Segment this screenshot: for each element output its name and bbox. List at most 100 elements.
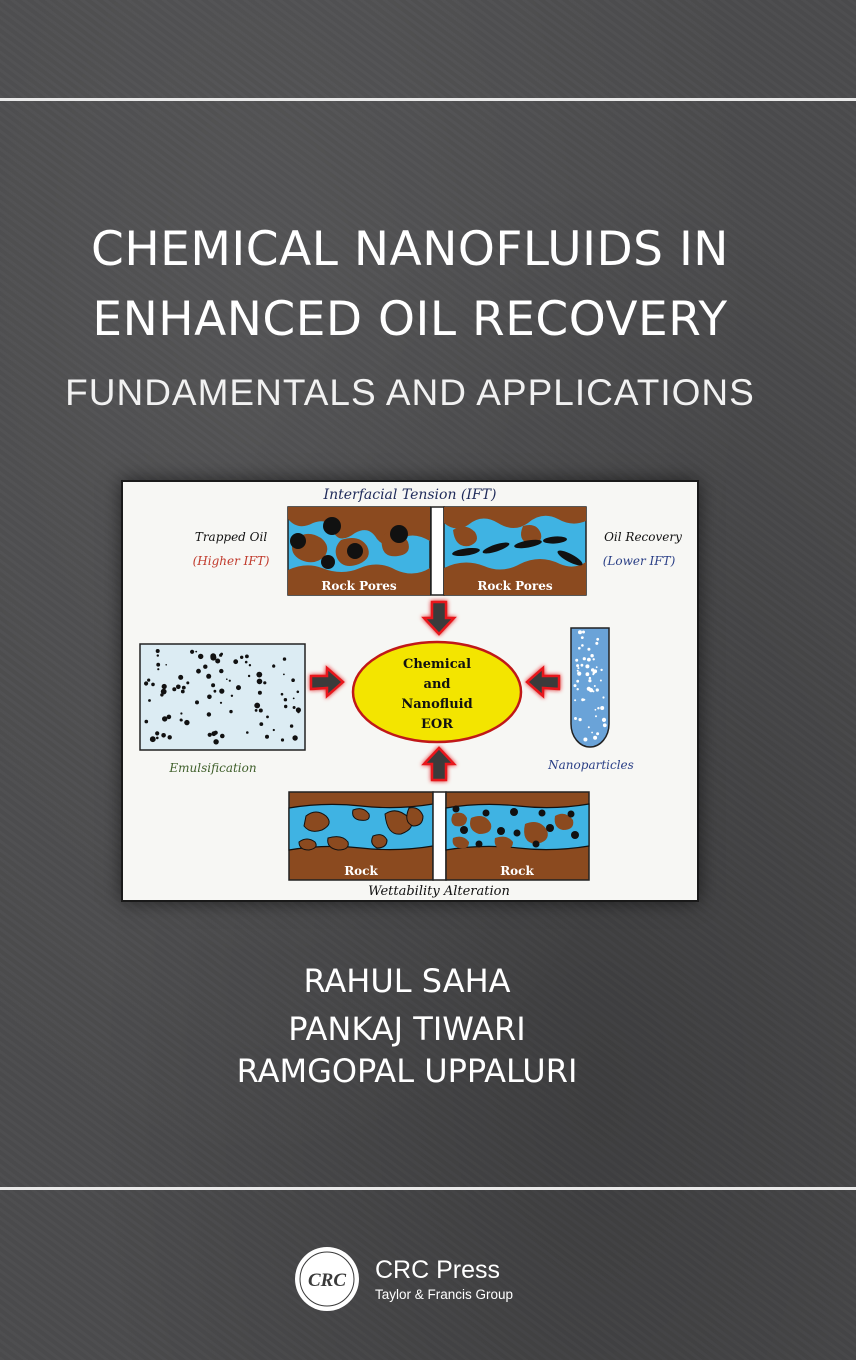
subtitle: FUNDAMENTALS AND APPLICATIONS	[65, 372, 755, 413]
emulsion-droplet	[148, 699, 151, 702]
nanoparticle-dot	[578, 718, 582, 722]
emulsion-droplet	[272, 728, 275, 732]
nanoparticle-tube	[570, 627, 610, 748]
emulsion-droplet	[236, 685, 241, 691]
emulsion-droplet	[283, 673, 285, 676]
emulsion-droplet	[283, 698, 288, 702]
nanoparticle-dot	[585, 672, 590, 677]
rock-right-label: Rock	[500, 864, 534, 878]
emulsion-droplet	[161, 733, 166, 738]
nanoparticle-dot	[582, 657, 586, 661]
nanoparticle-dot	[574, 717, 577, 720]
emulsion-droplet	[215, 658, 221, 664]
arrow-up	[421, 746, 457, 782]
nanoparticle-dot	[599, 679, 602, 682]
emulsion-droplet	[258, 708, 263, 713]
emulsion-droplet	[155, 649, 160, 653]
title-line-2: ENHANCED OIL RECOVERY	[92, 292, 728, 347]
emulsion-droplet	[156, 736, 159, 740]
emulsion-droplet	[292, 706, 296, 709]
emulsion-droplet	[292, 697, 295, 700]
emulsion-droplet	[219, 701, 223, 704]
nanoparticle-dot	[602, 723, 607, 728]
nanoparticle-dot	[595, 666, 598, 669]
emulsion-droplet	[284, 704, 288, 709]
nanoparticle-dot	[602, 696, 605, 699]
emulsion-droplet	[219, 668, 224, 674]
nanoparticle-dot	[583, 737, 588, 742]
emulsion-droplet	[196, 668, 201, 674]
emulsion-droplet	[190, 649, 195, 654]
top-divider	[0, 98, 856, 101]
nanoparticle-dot	[600, 706, 605, 710]
nanoparticle-dot	[580, 663, 584, 667]
panel-separator-top	[430, 506, 445, 596]
emulsion-droplet	[226, 678, 228, 680]
emulsion-droplet	[166, 714, 172, 720]
emulsion-droplet	[296, 690, 300, 694]
rock-left-label: Rock	[344, 864, 378, 878]
center-text-2: and	[424, 677, 451, 692]
emulsion-droplet	[247, 674, 251, 678]
nanoparticle-dot	[595, 641, 599, 645]
emulsion-droplet	[280, 738, 285, 742]
nanoparticle-dot	[588, 676, 592, 680]
nanoparticle-dot	[578, 630, 582, 635]
trapped-oil-label: Trapped Oil	[195, 530, 268, 544]
emulsification-box	[139, 643, 306, 751]
emulsion-droplet	[211, 731, 217, 737]
ift-label: Interfacial Tension (IFT)	[323, 487, 497, 503]
emulsion-droplet	[147, 678, 151, 682]
emulsion-droplet	[195, 650, 198, 653]
emulsion-droplet	[280, 692, 284, 696]
author-2: PANKAJ TIWARI	[288, 1010, 526, 1048]
nanoparticle-dot	[578, 646, 581, 650]
nanoparticle-dot	[591, 668, 595, 672]
nanoparticle-dot	[590, 654, 594, 658]
nanoparticle-dot	[580, 636, 584, 639]
emulsion-droplet	[155, 731, 160, 736]
arrow-left	[525, 665, 561, 699]
emulsion-droplet	[220, 733, 225, 739]
center-text-4: EOR	[421, 717, 453, 732]
nanoparticle-dot	[582, 630, 585, 634]
rock-pores-left-label: Rock Pores	[321, 579, 396, 593]
emulsion-droplet	[282, 657, 287, 661]
nanoparticle-dot	[574, 699, 577, 702]
oil-recovery-label: Oil Recovery	[604, 530, 682, 544]
emulsification-label: Emulsification	[168, 761, 256, 775]
emulsion-droplet	[172, 687, 177, 692]
rock-right-panel: Rock	[445, 791, 590, 881]
nanoparticle-dot	[576, 664, 580, 668]
author-3: RAMGOPAL UPPALURI	[236, 1052, 578, 1090]
nanoparticle-dot	[586, 686, 591, 691]
emulsion-droplet	[213, 739, 219, 745]
nanoparticle-dot	[597, 707, 600, 710]
lower-ift-label: (Lower IFT)	[603, 554, 676, 568]
center-ellipse: Chemical and Nanofluid EOR	[351, 640, 523, 744]
emulsion-droplet	[248, 664, 252, 667]
nanoparticle-dot	[587, 657, 591, 662]
emulsion-droplet	[157, 668, 160, 671]
rock-pores-left-panel: Rock Pores	[287, 506, 431, 596]
nanoparticle-dot	[593, 685, 596, 687]
emulsion-droplet	[180, 689, 185, 694]
nanoparticle-dot	[595, 715, 597, 718]
arrow-down	[421, 600, 457, 636]
emulsion-droplet	[256, 671, 263, 678]
rock-pores-right-panel: Rock Pores	[443, 506, 587, 596]
nanoparticle-dot	[576, 679, 580, 683]
emulsion-droplet	[254, 702, 261, 709]
arrow-right	[309, 665, 345, 699]
emulsion-droplet	[291, 678, 295, 682]
emulsion-droplet	[254, 709, 258, 712]
emulsion-droplet	[165, 664, 167, 666]
emulsion-droplet	[228, 679, 231, 682]
cover-figure: Interfacial Tension (IFT) Rock Pores	[121, 480, 699, 902]
nanoparticle-dot	[576, 669, 579, 672]
emulsion-droplet	[256, 678, 263, 685]
higher-ift-label: (Higher IFT)	[193, 554, 270, 568]
emulsion-droplet	[210, 653, 217, 660]
nanoparticle-dot	[600, 668, 603, 672]
emulsion-droplet	[180, 712, 183, 715]
